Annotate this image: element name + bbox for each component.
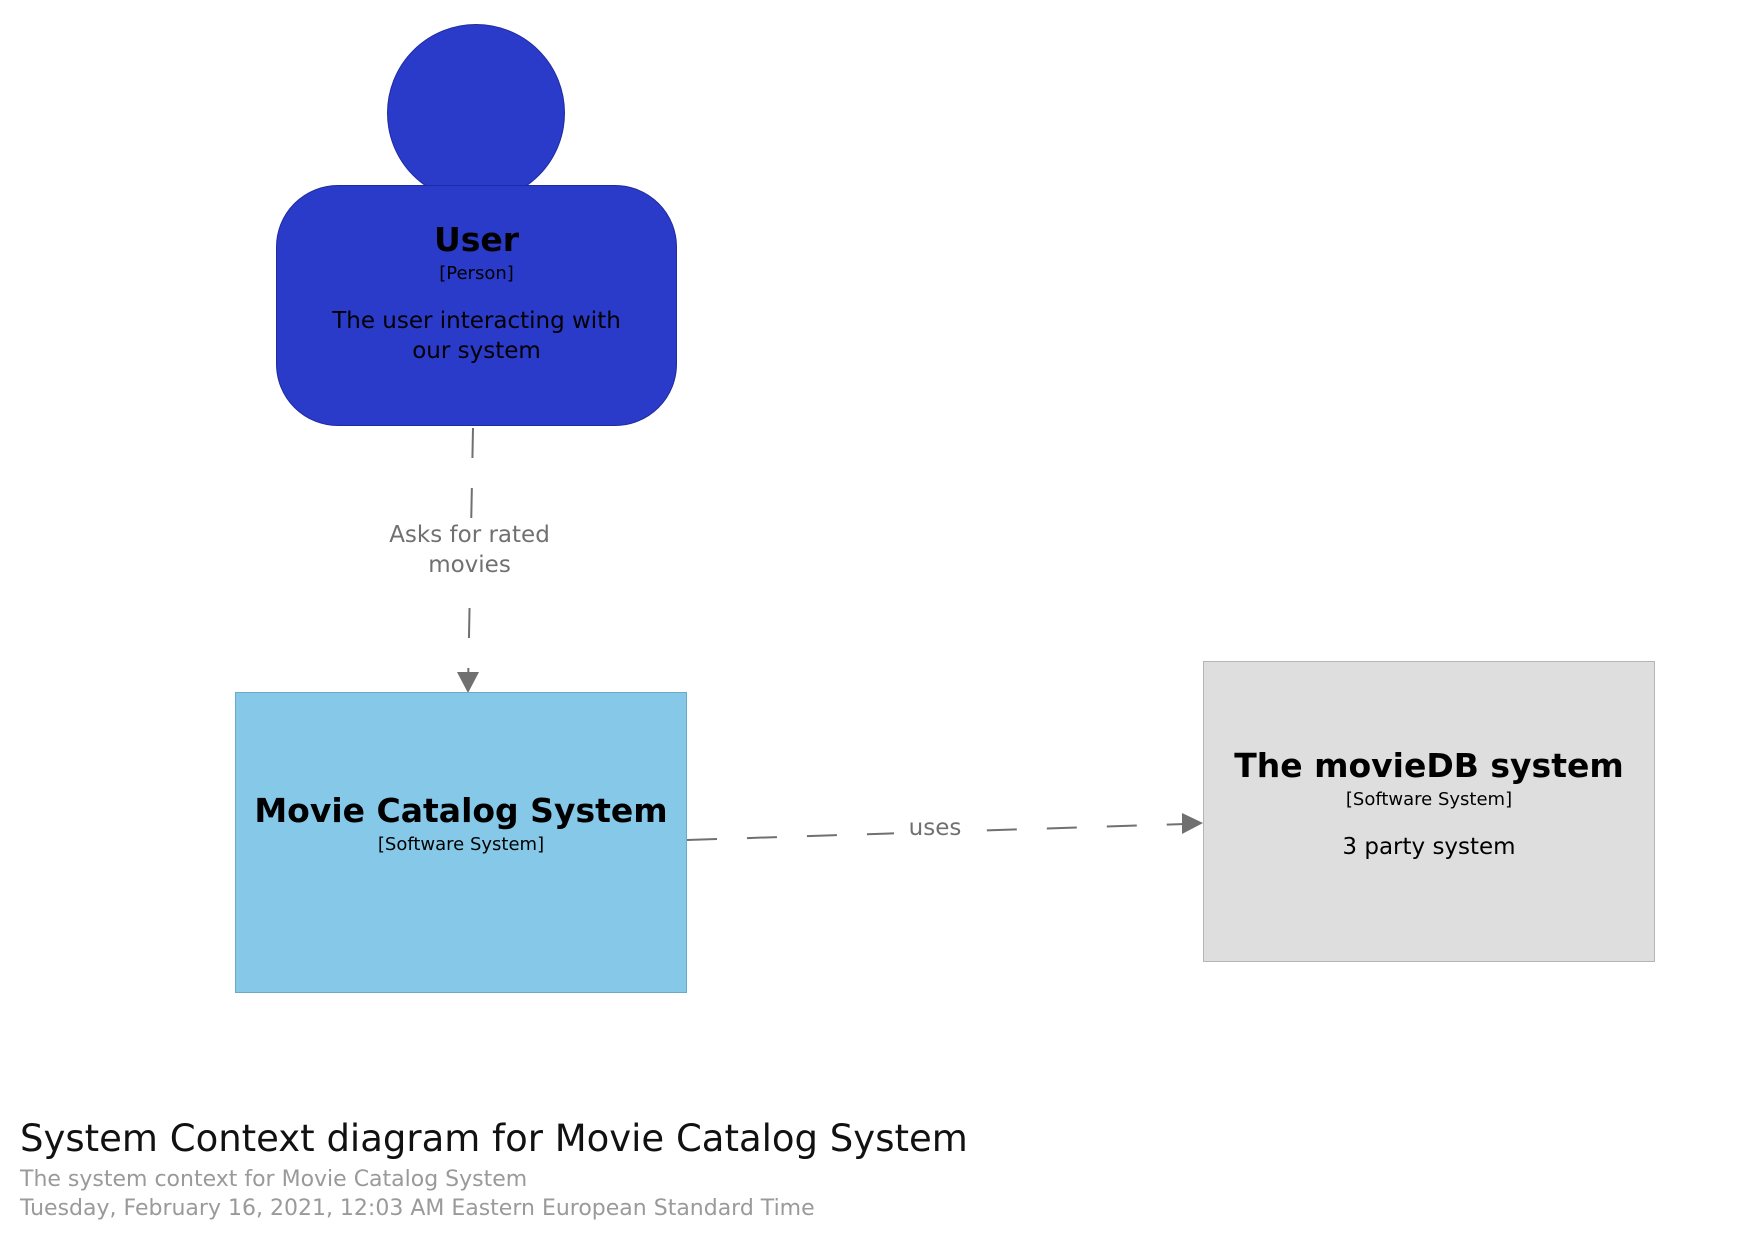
arrowhead-catalog-to-moviedb — [1182, 813, 1203, 834]
person-description: The user interacting with our system — [332, 308, 621, 364]
relationship-label-uses: uses — [894, 813, 976, 843]
diagram-title: System Context diagram for Movie Catalog… — [20, 1117, 968, 1160]
software-system-movie-catalog[interactable]: Movie Catalog System [Software System] — [235, 692, 687, 993]
person-type: [Person] — [439, 263, 514, 284]
system-type: [Software System] — [377, 834, 545, 855]
diagram-description: The system context for Movie Catalog Sys… — [20, 1167, 528, 1192]
person-head-shape[interactable] — [387, 24, 565, 202]
person-body-shape[interactable] — [276, 185, 677, 426]
person-user-labels: User [Person] The user interacting with … — [276, 220, 677, 366]
diagram-date: Tuesday, February 16, 2021, 12:03 AM Eas… — [20, 1196, 815, 1221]
relationship-label-asks: Asks for rated movies — [372, 520, 567, 580]
person-name: User — [433, 220, 520, 259]
system-description: 3 party system — [1342, 834, 1516, 860]
system-name: The movieDB system — [1234, 746, 1624, 785]
software-system-moviedb[interactable]: The movieDB system [Software System] 3 p… — [1203, 661, 1655, 962]
system-type: [Software System] — [1345, 789, 1513, 810]
system-name: Movie Catalog System — [254, 791, 668, 830]
arrowhead-user-to-catalog — [457, 672, 479, 693]
